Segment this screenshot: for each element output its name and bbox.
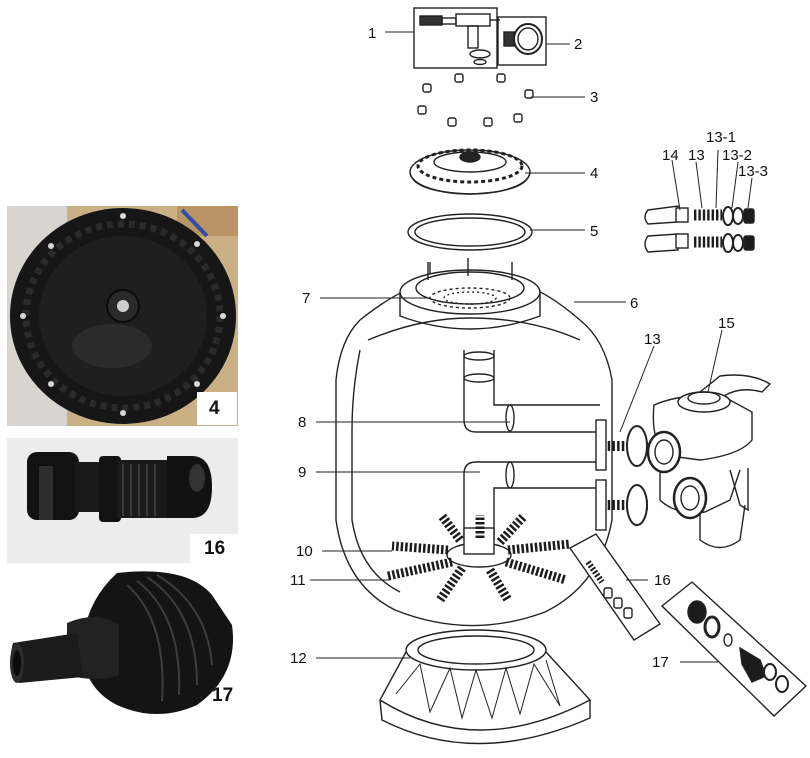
callout-12: 12 <box>290 650 307 667</box>
callout-6: 6 <box>630 295 638 312</box>
callout-4: 4 <box>590 165 598 182</box>
photo-adapter: 16 <box>7 438 238 563</box>
part-13-unions <box>595 419 650 531</box>
part-1-air-release <box>419 13 500 66</box>
part-5-oring <box>407 213 533 251</box>
callout-13-3: 13-3 <box>738 163 768 180</box>
callout-2: 2 <box>574 36 582 53</box>
callout-13-2: 13-2 <box>722 147 752 164</box>
callout-5: 5 <box>590 223 598 240</box>
callout-17: 17 <box>652 654 669 671</box>
part-1-box <box>413 7 498 69</box>
photo-lid: 4 <box>7 206 238 426</box>
leader-lines <box>310 31 753 663</box>
callout-9: 9 <box>298 464 306 481</box>
callout-16: 16 <box>654 572 671 589</box>
callout-8: 8 <box>298 414 306 431</box>
callout-13-valve: 13 <box>644 331 661 348</box>
callout-15: 15 <box>718 315 735 332</box>
part-8-upper-pipe <box>463 350 600 433</box>
photo-label-lid: 4 <box>209 398 220 419</box>
part-14-13-union-set <box>644 205 755 253</box>
part-10-11-laterals <box>387 512 571 603</box>
part-16-box <box>568 533 662 641</box>
part-15-multiport-valve <box>646 374 772 549</box>
part-4-lid <box>409 148 531 195</box>
callout-3: 3 <box>590 89 598 106</box>
callout-7: 7 <box>302 290 310 307</box>
fitting-photo-image <box>7 565 238 725</box>
callout-11: 11 <box>290 572 306 589</box>
callout-10: 10 <box>296 543 313 560</box>
adapter-photo-image <box>7 438 238 563</box>
callout-13-inset: 13 <box>688 147 705 164</box>
lid-photo-image <box>7 206 238 426</box>
part-6-tank <box>335 258 613 627</box>
part-17-box <box>660 581 808 717</box>
part-3-nuts <box>417 73 534 127</box>
callout-1: 1 <box>368 25 376 42</box>
part-12-stand <box>379 629 592 745</box>
photo-label-fitting: 17 <box>212 685 234 706</box>
part-2-gauge <box>497 16 547 66</box>
part-9-lower-pipe <box>463 461 600 540</box>
callout-13-1: 13-1 <box>706 129 736 146</box>
callout-14: 14 <box>662 147 679 164</box>
photo-fitting: 17 <box>7 565 238 725</box>
photo-label-adapter: 16 <box>204 538 226 559</box>
